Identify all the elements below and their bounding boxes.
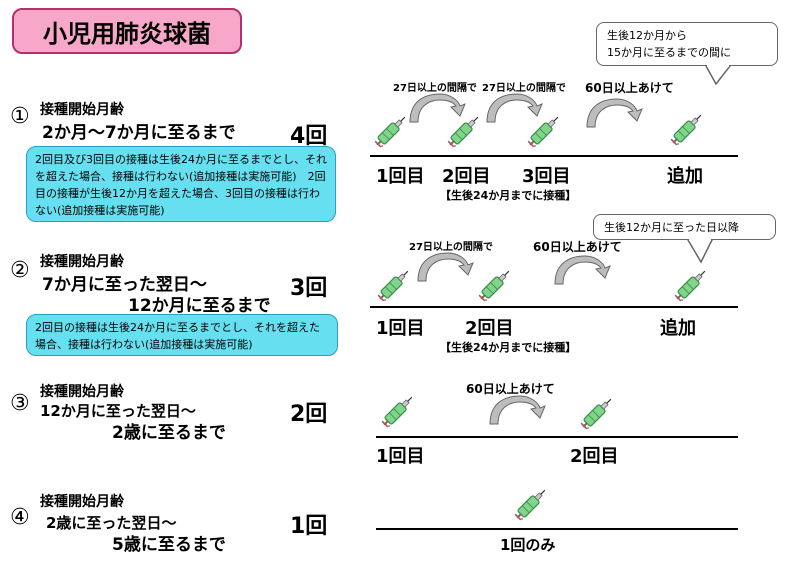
- row-1-number: ①: [10, 104, 30, 129]
- row-3-start-label: 接種開始月齢: [40, 384, 124, 400]
- row-2-tick-3: 追加: [660, 318, 696, 339]
- row-3-tick-1: 1回目: [376, 446, 425, 467]
- row-4-range-2: 5歳に至るまで: [112, 535, 226, 555]
- row-4-count: 1回: [290, 514, 328, 539]
- row-1-gap-1: 27日以上の間隔で: [393, 83, 477, 94]
- callout-pointer: [704, 65, 732, 86]
- row-2-callout: 生後12か月に至った日以降: [593, 214, 776, 240]
- row-4-start-label: 接種開始月齢: [40, 494, 124, 510]
- syringe-icon: [373, 112, 410, 149]
- curved-arrow-icon: [486, 93, 543, 123]
- syringe-icon: [380, 392, 417, 429]
- syringe-icon: [376, 266, 413, 303]
- row-2-gap-2: 60日以上あけて: [533, 240, 622, 254]
- curved-arrow-icon: [489, 395, 546, 425]
- row-1-tick-2: 2回目: [442, 166, 491, 187]
- curved-arrow-icon: [586, 98, 643, 128]
- row-3-range-2: 2歳に至るまで: [112, 423, 226, 443]
- row-1-tick-3: 3回目: [522, 166, 571, 187]
- row-4-range-1: 2歳に至った翌日～: [46, 514, 177, 532]
- row-2-start-label: 接種開始月齢: [40, 254, 124, 270]
- row-4-number: ④: [10, 505, 30, 530]
- curved-arrow-icon: [554, 255, 611, 285]
- syringe-icon: [477, 266, 514, 303]
- row-1-note: 2回目及び3回目の接種は生後24か月に至るまでとし、それを超えた場合、接種は行わ…: [26, 146, 336, 222]
- row-2-range-2: 12か月に至るまで: [128, 296, 271, 316]
- row-2-range-1: 7か月に至った翌日～: [42, 275, 207, 295]
- row-1-start-label: 接種開始月齢: [40, 102, 124, 118]
- row-3-gap-1: 60日以上あけて: [466, 382, 555, 396]
- row-4-tick-1: 1回のみ: [500, 536, 556, 554]
- curved-arrow-icon: [409, 93, 466, 123]
- syringe-icon: [446, 112, 483, 149]
- syringe-icon: [669, 110, 706, 147]
- row-3-count: 2回: [290, 402, 328, 427]
- row-1-gap-2: 27日以上の間隔で: [482, 83, 566, 94]
- row-1-gap-3: 60日以上あけて: [585, 81, 674, 95]
- row-2-note: 2回目の接種は生後24か月に至るまでとし、それを超えた場合、接種は行わない(追加…: [26, 314, 338, 356]
- row-2-gap-1: 27日以上の間隔で: [409, 242, 493, 253]
- row-3-range-1: 12か月に至った翌日～: [40, 402, 196, 420]
- row-1-timeline: [370, 155, 738, 157]
- row-1-callout: 生後12か月から 15か月に至るまでの間に: [596, 22, 778, 66]
- row-2-tick-1: 1回目: [376, 318, 425, 339]
- row-4-timeline: [376, 528, 738, 530]
- row-2-timeline: [370, 306, 738, 308]
- syringe-icon: [579, 394, 616, 431]
- row-2-number: ②: [10, 258, 30, 283]
- syringe-icon: [673, 266, 710, 303]
- syringe-icon: [526, 112, 563, 149]
- syringe-icon: [513, 485, 550, 522]
- row-2-sub: 【生後24か月までに接種】: [440, 341, 577, 354]
- row-1-tick-4: 追加: [667, 166, 703, 187]
- page-title: 小児用肺炎球菌: [12, 8, 242, 54]
- curved-arrow-icon: [417, 252, 474, 282]
- row-1-sub: 【生後24か月までに接種】: [440, 189, 577, 202]
- callout-pointer: [686, 239, 714, 264]
- row-3-tick-2: 2回目: [570, 446, 619, 467]
- row-1-count: 4回: [290, 124, 328, 149]
- row-3-number: ③: [10, 391, 30, 416]
- row-1-range: 2か月～7か月に至るまで: [42, 123, 236, 143]
- row-2-tick-2: 2回目: [465, 318, 514, 339]
- row-3-timeline: [376, 436, 738, 438]
- row-2-count: 3回: [290, 276, 328, 301]
- row-1-tick-1: 1回目: [376, 166, 425, 187]
